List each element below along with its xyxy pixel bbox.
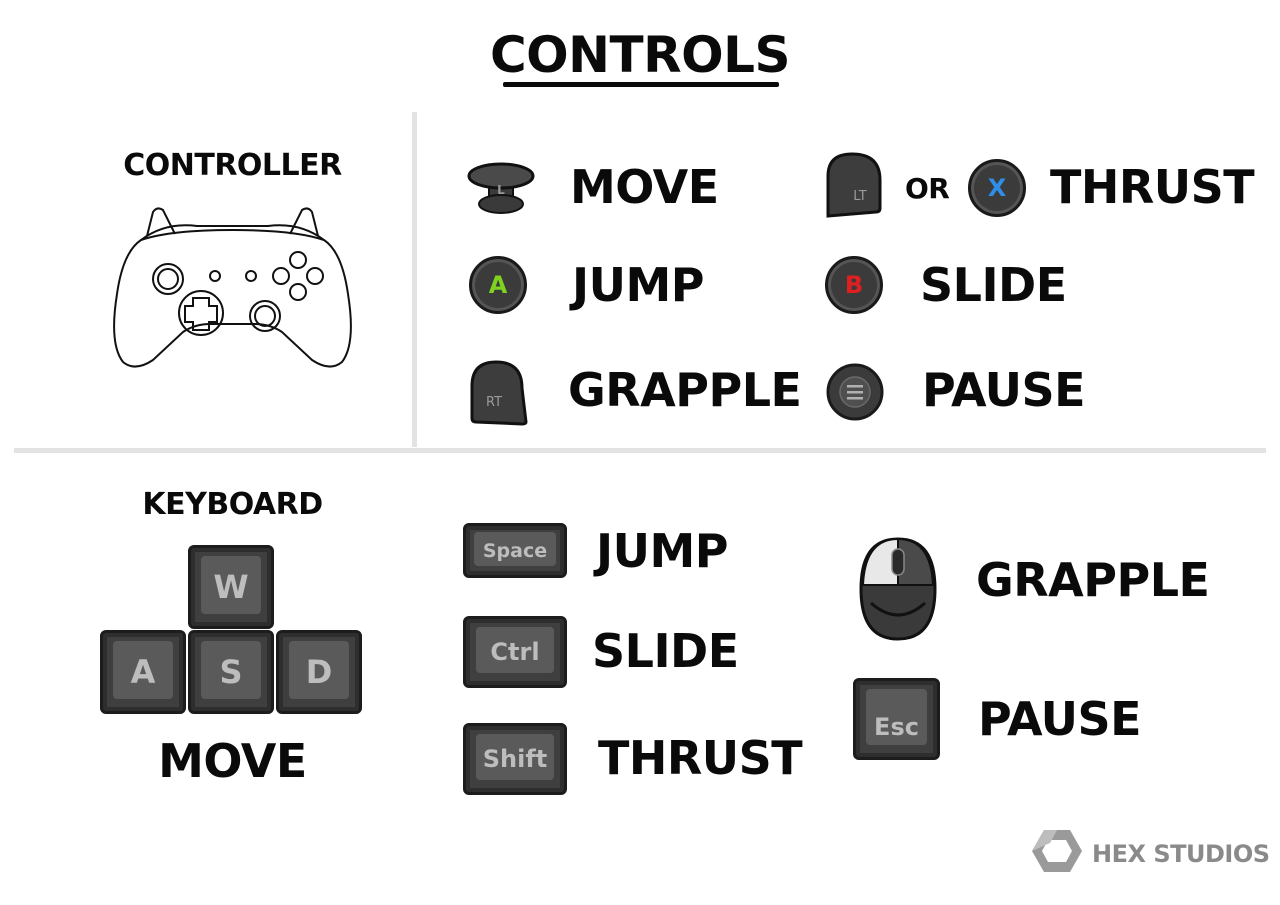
controller-move-label: MOVE (570, 160, 719, 214)
shift-key: Shift (463, 723, 567, 795)
keyboard-thrust-label: THRUST (598, 731, 803, 785)
controller-jump-label: JUMP (572, 258, 704, 312)
ctrl-key: Ctrl (463, 616, 567, 688)
keyboard-section-label: KEYBOARD (142, 487, 323, 522)
keyboard-jump-label: JUMP (596, 524, 728, 578)
brand-name: HEX STUDIOS (1092, 840, 1270, 868)
title-underline (503, 82, 779, 87)
keyboard-pause-label: PAUSE (978, 692, 1142, 746)
left-stick-icon: L (467, 162, 535, 214)
lt-trigger-icon: LT (826, 152, 882, 218)
s-key: S (188, 630, 274, 714)
b-button-icon: B (825, 256, 883, 314)
lt-trigger-label: LT (853, 189, 866, 204)
a-button-icon: A (469, 256, 527, 314)
x-button-icon: X (968, 159, 1026, 217)
mouse-left-click-icon (859, 537, 937, 641)
d-key: D (276, 630, 362, 714)
gamepad-icon (113, 207, 352, 368)
controller-thrust-label: THRUST (1050, 160, 1255, 214)
controller-section-label: CONTROLLER (123, 148, 342, 183)
esc-key: Esc (853, 678, 940, 760)
or-label: OR (905, 172, 950, 205)
keyboard-grapple-label: GRAPPLE (976, 553, 1210, 607)
hex-studios-logo-icon (1032, 830, 1082, 872)
vertical-divider (412, 112, 417, 447)
left-stick-label: L (497, 183, 505, 197)
menu-button-icon (826, 363, 884, 421)
a-key: A (100, 630, 186, 714)
controller-pause-label: PAUSE (922, 363, 1086, 417)
rt-trigger-icon: RT (470, 360, 528, 426)
horizontal-divider (14, 448, 1266, 453)
controller-slide-label: SLIDE (920, 258, 1067, 312)
keyboard-move-label: MOVE (158, 734, 307, 788)
w-key: W (188, 545, 274, 629)
controller-grapple-label: GRAPPLE (568, 363, 802, 417)
page-title: CONTROLS (489, 26, 791, 84)
keyboard-slide-label: SLIDE (592, 624, 739, 678)
space-key: Space (463, 523, 567, 578)
rt-trigger-label: RT (486, 395, 502, 410)
